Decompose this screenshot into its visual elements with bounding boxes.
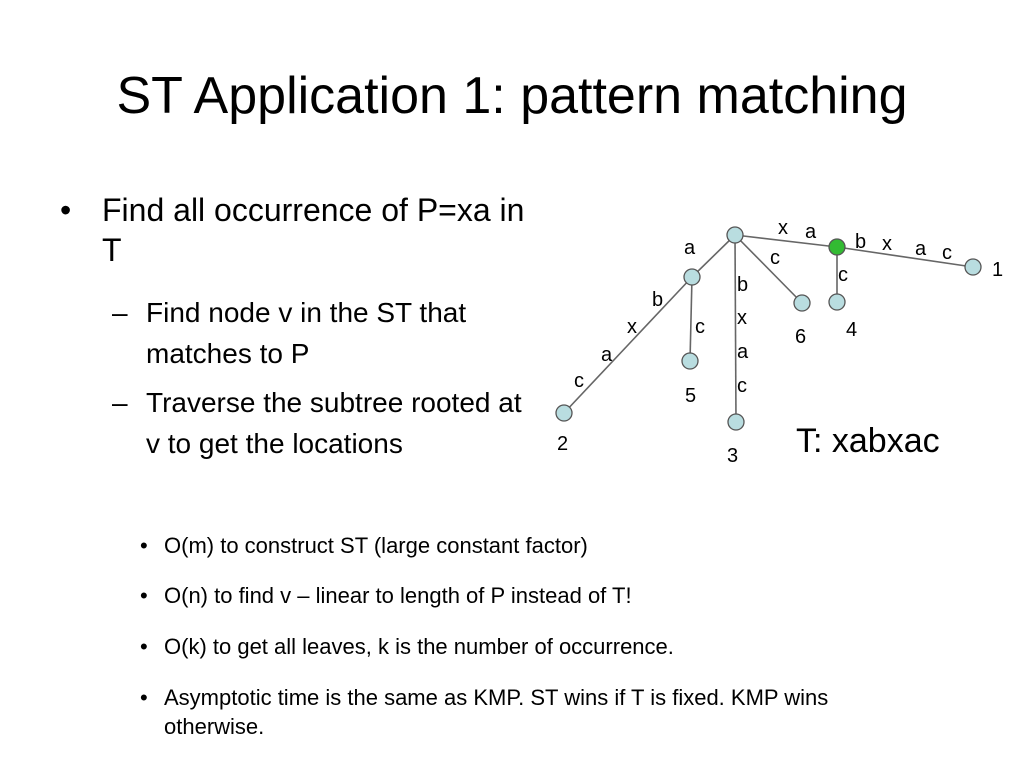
main-bullet-text: Find all occurrence of P=xa in T: [102, 192, 525, 268]
main-bullet: • Find all occurrence of P=xa in T: [60, 190, 530, 270]
node-v-highlighted: [828, 238, 846, 256]
edge-a-to-leaf2: [563, 276, 693, 414]
bullet-marker: •: [140, 685, 148, 710]
edge-label: c: [942, 242, 952, 264]
leaf-node-2: [555, 404, 573, 422]
edge-label: a: [684, 237, 696, 259]
complexity-bullet-text: O(k) to get all leaves, k is the number …: [164, 634, 674, 659]
edge-label: x: [627, 316, 637, 338]
leaf-node-4: [828, 293, 846, 311]
bullet-marker: •: [140, 533, 148, 558]
edge-label: c: [737, 375, 747, 397]
edge-label: a: [737, 341, 749, 363]
edge-label: x: [737, 307, 747, 329]
tree-nodes: [555, 226, 982, 431]
sub-bullet-traverse: – Traverse the subtree rooted at v to ge…: [112, 382, 542, 464]
edge-label: b: [652, 289, 663, 311]
edge-label: a: [915, 238, 927, 260]
edge-label: c: [838, 264, 848, 286]
edge-label: a: [601, 344, 613, 366]
leaf-number: 4: [846, 319, 857, 341]
leaf-numbers: 1 4 6 5 2 3: [557, 259, 1003, 467]
sub-bullet-text: Find node v in the ST that matches to P: [146, 297, 467, 369]
complexity-bullet-text: O(n) to find v – linear to length of P i…: [164, 583, 632, 608]
sub-bullet-text: Traverse the subtree rooted at v to get …: [146, 387, 522, 459]
leaf-number: 1: [992, 259, 1003, 281]
complexity-bullet: • O(n) to find v – linear to length of P…: [140, 581, 940, 610]
complexity-bullet: • O(k) to get all leaves, k is the numbe…: [140, 632, 940, 661]
bullet-marker: •: [140, 583, 148, 608]
edge-label: c: [695, 316, 705, 338]
leaf-node-5: [681, 352, 699, 370]
leaf-number: 2: [557, 433, 568, 455]
sub-bullet-marker: –: [112, 387, 128, 418]
complexity-bullet: • O(m) to construct ST (large constant f…: [140, 531, 940, 560]
edge-label: b: [855, 231, 866, 253]
bullet-marker: •: [140, 634, 148, 659]
complexity-bullet-text: Asymptotic time is the same as KMP. ST w…: [164, 685, 829, 739]
edge-v-to-leaf1: [836, 246, 974, 268]
edge-label: x: [778, 217, 788, 239]
leaf-number: 3: [727, 445, 738, 467]
sub-bullet-marker: –: [112, 297, 128, 328]
edge-label: a: [805, 221, 817, 243]
leaf-node-1: [964, 258, 982, 276]
node-a: [683, 268, 701, 286]
complexity-bullet-text: O(m) to construct ST (large constant fac…: [164, 533, 588, 558]
edge-root-to-leaf3: [734, 234, 737, 423]
text-string-label: T: xabxac: [796, 422, 940, 460]
bullet-marker: •: [60, 192, 72, 228]
leaf-node-6: [793, 294, 811, 312]
root-node: [726, 226, 744, 244]
edge-label: c: [770, 247, 780, 269]
tree-edges: [563, 234, 974, 423]
complexity-bullet: • Asymptotic time is the same as KMP. ST…: [140, 683, 880, 741]
edge-root-to-v: [734, 234, 838, 248]
edge-label: b: [737, 274, 748, 296]
leaf-number: 5: [685, 385, 696, 407]
edge-root-to-leaf6: [734, 234, 803, 304]
suffix-tree-diagram: x a b x a c c c a b x c a c b x a c 1 4 …: [555, 217, 1003, 467]
leaf-node-3: [727, 413, 745, 431]
leaf-number: 6: [795, 326, 806, 348]
sub-bullet-find-node: – Find node v in the ST that matches to …: [112, 292, 542, 374]
edge-label: x: [882, 233, 892, 255]
edge-root-to-a: [691, 234, 736, 278]
edge-label: c: [574, 370, 584, 392]
edge-a-to-leaf5: [689, 276, 693, 362]
edge-labels: x a b x a c c c a b x c a c b x a c: [574, 217, 952, 397]
slide-title: ST Application 1: pattern matching: [116, 67, 908, 125]
